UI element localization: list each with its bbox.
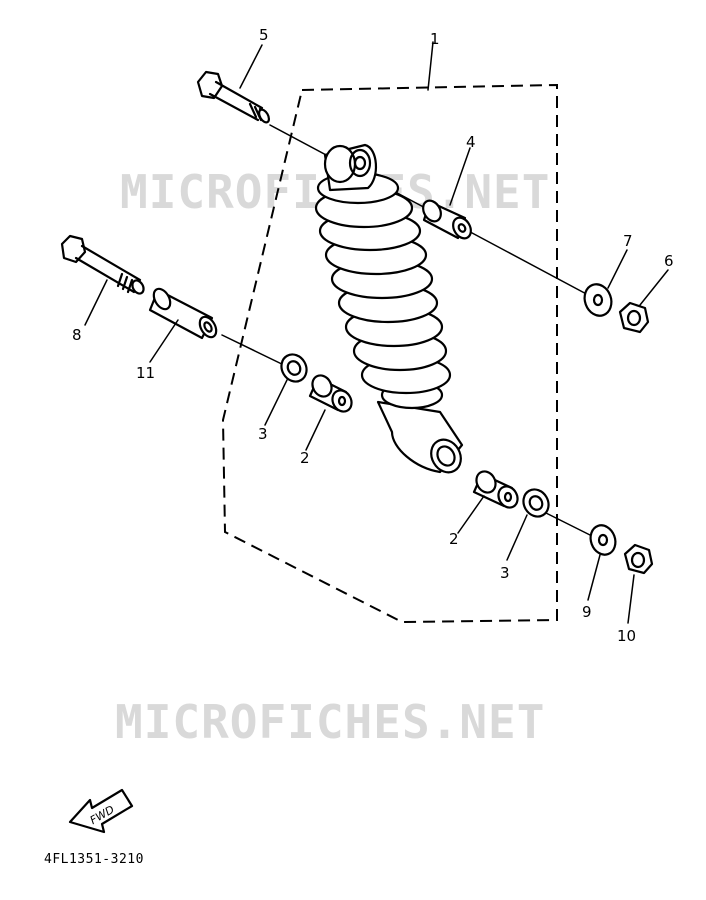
bushing-3-left [280, 353, 308, 383]
fwd-arrow-icon: FWD [68, 788, 134, 834]
callout-2-right: 2 [449, 530, 459, 548]
shock-spring [314, 171, 452, 410]
bolt-upper [196, 70, 271, 124]
lower-left-axis-line [221, 334, 291, 369]
watermark-bottom: MICROFICHES.NET [115, 695, 545, 749]
collar-11 [148, 287, 218, 340]
part-code-label: 4FL1351-3210 [44, 852, 144, 867]
callout-3-left: 3 [258, 425, 268, 443]
callout-10: 10 [617, 627, 636, 645]
callout-8: 8 [72, 326, 82, 344]
shock-lower-eye [430, 438, 462, 474]
collar-2-right [472, 470, 519, 509]
callout-4: 4 [466, 133, 476, 151]
callout-2-left: 2 [300, 449, 310, 467]
callout-3-right: 3 [500, 564, 510, 582]
collar-4 [422, 199, 472, 240]
nut-6 [618, 301, 650, 334]
callout-1: 1 [430, 30, 440, 48]
washer-7 [583, 283, 613, 317]
leader-lines [84, 41, 669, 624]
washer-9 [589, 524, 617, 556]
bushing-3-right [522, 488, 550, 518]
nut-10 [623, 543, 654, 575]
callout-6: 6 [664, 252, 674, 270]
callout-5: 5 [259, 26, 269, 44]
callout-11: 11 [136, 364, 155, 382]
callout-7: 7 [623, 232, 633, 250]
assembly-outline [221, 83, 558, 624]
bolt-lower [60, 234, 145, 295]
callout-9: 9 [582, 603, 592, 621]
shock-absorber [314, 143, 464, 474]
collar-2-left [308, 374, 353, 413]
